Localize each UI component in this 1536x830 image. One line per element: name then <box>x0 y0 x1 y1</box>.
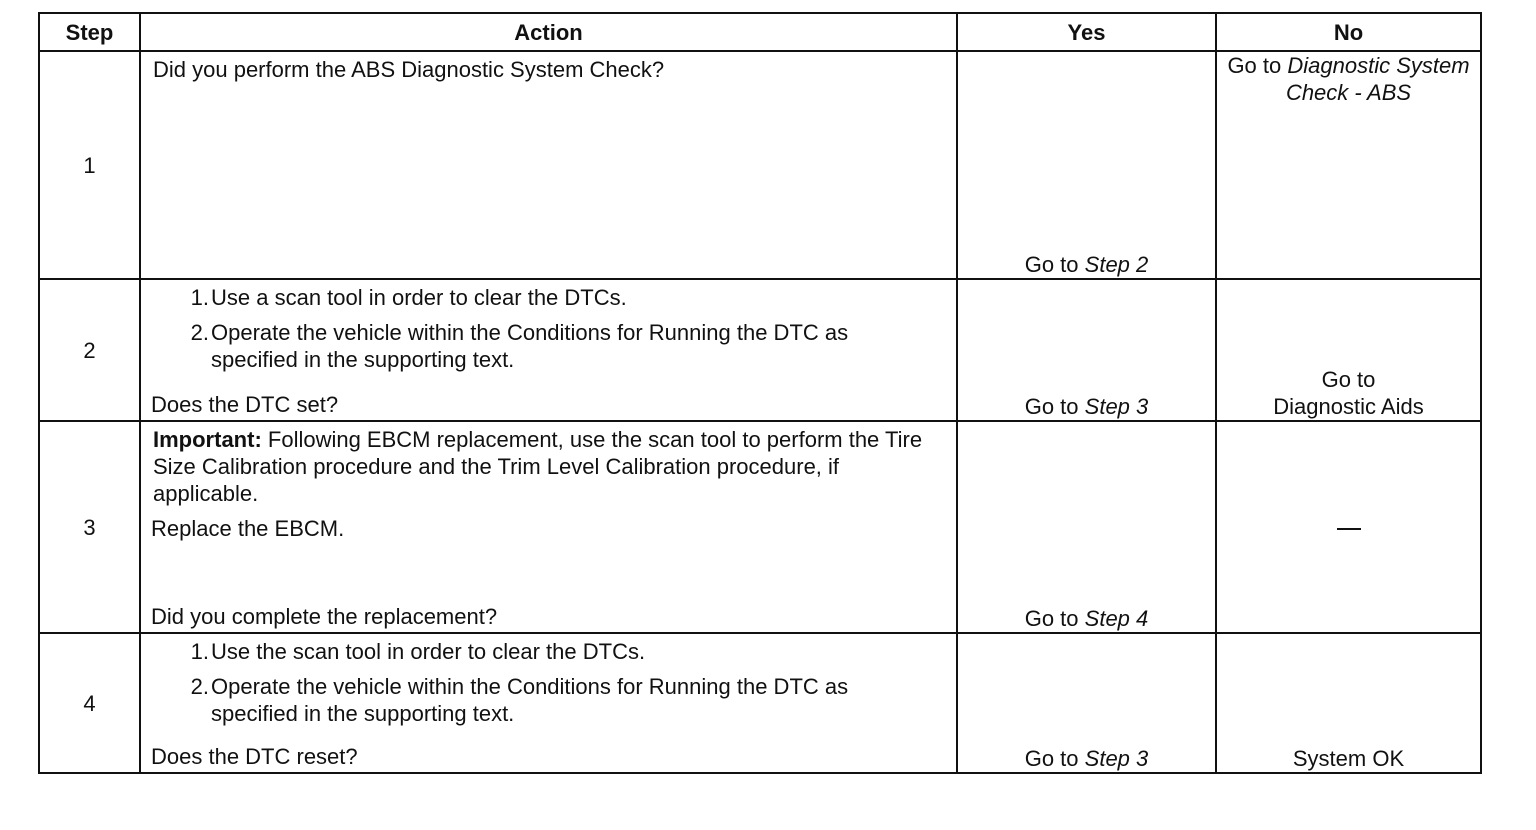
table-row-step-4: 4 1. Use the scan tool in order to clear… <box>38 632 1482 774</box>
item-text: Operate the vehicle within the Condition… <box>211 320 849 372</box>
action-instruction: Replace the EBCM. <box>151 516 345 541</box>
header-yes: Yes <box>956 12 1217 52</box>
yes-cell: Go to Step 3 <box>956 632 1217 774</box>
no-cell: System OK <box>1215 632 1482 774</box>
action-cell: Did you perform the ABS Diagnostic Syste… <box>139 50 958 280</box>
yes-cell: Go to Step 4 <box>956 420 1217 634</box>
item-number: 1. <box>190 639 209 664</box>
yes-prefix: Go to <box>1024 746 1079 771</box>
list-item: 1. Use a scan tool in order to clear the… <box>141 284 956 311</box>
item-text: Use the scan tool in order to clear the … <box>211 639 646 664</box>
item-text: Operate the vehicle within the Condition… <box>211 674 849 726</box>
table-row-step-2: 2 1. Use a scan tool in order to clear t… <box>38 278 1482 422</box>
yes-cell: Go to Step 3 <box>956 278 1217 422</box>
action-cell: 1. Use the scan tool in order to clear t… <box>139 632 958 774</box>
step-number: 1 <box>38 50 141 280</box>
item-number: 2. <box>190 674 209 699</box>
header-no: No <box>1215 12 1482 52</box>
yes-prefix: Go to <box>1024 394 1079 419</box>
yes-step-link[interactable]: Step 4 <box>1084 606 1149 631</box>
action-question: Does the DTC reset? <box>151 744 358 769</box>
item-text: Use a scan tool in order to clear the DT… <box>211 285 627 310</box>
list-item: 1. Use the scan tool in order to clear t… <box>141 638 956 665</box>
header-action: Action <box>139 12 958 52</box>
list-item: 2. Operate the vehicle within the Condit… <box>141 319 956 373</box>
action-question: Did you perform the ABS Diagnostic Syste… <box>153 57 665 82</box>
action-question: Did you complete the replacement? <box>151 604 498 629</box>
step-number: 4 <box>38 632 141 774</box>
no-cell: Go to Diagnostic System Check - ABS <box>1215 50 1482 280</box>
yes-step-link[interactable]: Step 3 <box>1084 746 1149 771</box>
no-result: System OK <box>1292 746 1405 771</box>
yes-step-link[interactable]: Step 2 <box>1084 252 1149 277</box>
yes-step-link[interactable]: Step 3 <box>1084 394 1149 419</box>
action-steps-list: 1. Use a scan tool in order to clear the… <box>141 284 956 373</box>
yes-prefix: Go to <box>1024 252 1079 277</box>
no-cell: Go to Diagnostic Aids <box>1215 278 1482 422</box>
step-number: 2 <box>38 278 141 422</box>
important-text: Following EBCM replacement, use the scan… <box>153 427 923 506</box>
header-row: Step Action Yes No <box>38 12 1482 52</box>
yes-prefix: Go to <box>1024 606 1079 631</box>
action-cell: Important: Following EBCM replacement, u… <box>139 420 958 634</box>
yes-cell: Go to Step 2 <box>956 50 1217 280</box>
step-number: 3 <box>38 420 141 634</box>
action-steps-list: 1. Use the scan tool in order to clear t… <box>141 638 956 727</box>
important-label: Important: <box>153 427 262 452</box>
table-row-step-1: 1 Did you perform the ABS Diagnostic Sys… <box>38 50 1482 280</box>
diagnostic-table: Step Action Yes No 1 Did you perform the… <box>38 12 1482 774</box>
no-diagnostic-link[interactable]: Diagnostic System Check - ABS <box>1285 53 1470 105</box>
no-prefix: Go to <box>1321 367 1376 392</box>
no-diagnostic-aids-link[interactable]: Diagnostic Aids <box>1273 394 1424 419</box>
no-cell <box>1215 420 1482 634</box>
table-row-step-3: 3 Important: Following EBCM replacement,… <box>38 420 1482 634</box>
action-question: Does the DTC set? <box>151 392 339 417</box>
em-dash <box>1336 527 1361 530</box>
important-note: Important: Following EBCM replacement, u… <box>141 422 956 507</box>
list-item: 2. Operate the vehicle within the Condit… <box>141 673 956 727</box>
no-prefix: Go to <box>1227 53 1282 78</box>
header-step: Step <box>38 12 141 52</box>
item-number: 1. <box>190 285 209 310</box>
action-cell: 1. Use a scan tool in order to clear the… <box>139 278 958 422</box>
item-number: 2. <box>190 320 209 345</box>
